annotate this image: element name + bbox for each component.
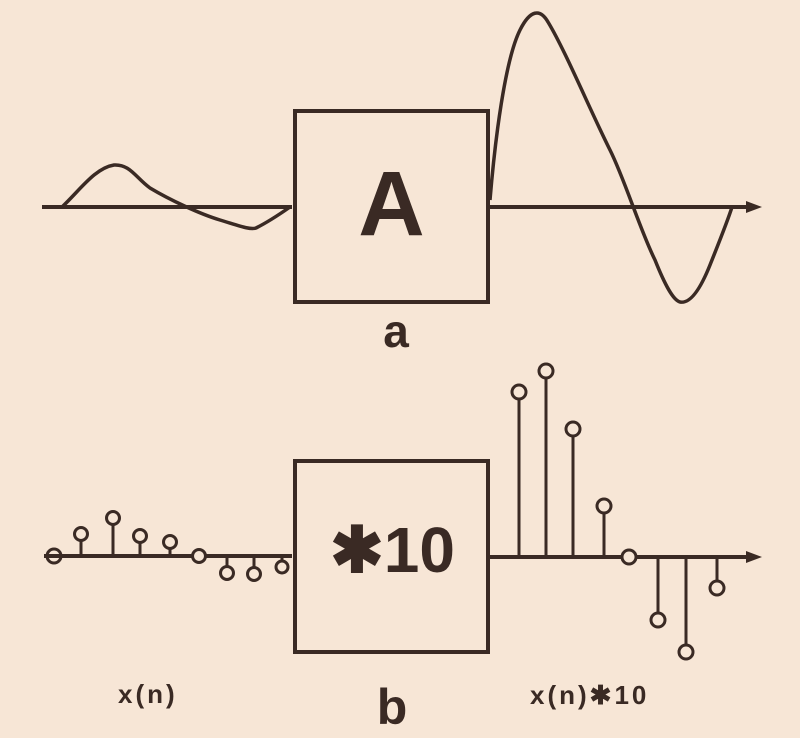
sample-marker-icon (649, 611, 667, 629)
sample-marker-icon (564, 420, 582, 438)
sample-marker-icon (246, 566, 262, 582)
sample-marker-icon (73, 526, 89, 542)
block-multiply (293, 459, 490, 654)
output-waveform (488, 11, 734, 304)
sample-marker-icon (708, 579, 726, 597)
sample-marker-icon (274, 559, 290, 575)
arrowhead-icon (746, 201, 762, 213)
caption-b: b (376, 679, 408, 735)
sample-marker-icon (537, 362, 555, 380)
sample-marker-icon (132, 528, 148, 544)
block-a-label: A (358, 153, 425, 255)
sample-marker-icon (45, 547, 63, 565)
block-multiply-label: ✱10 (330, 514, 455, 586)
sample-marker-icon (162, 534, 178, 550)
output-signal-label: x(n)✱10 (530, 680, 650, 710)
sample-marker-icon (620, 548, 638, 566)
sample-marker-icon (105, 510, 121, 526)
block-a (293, 109, 490, 304)
panel-a (42, 11, 762, 304)
panel-b (44, 362, 762, 661)
sample-marker-icon (677, 643, 695, 661)
sample-marker-icon (510, 383, 528, 401)
arrowhead-icon (746, 551, 762, 563)
caption-a: a (383, 305, 409, 357)
sample-marker-icon (219, 565, 235, 581)
input-waveform (60, 163, 292, 231)
sample-marker-icon (595, 497, 613, 515)
sample-marker-icon (191, 548, 207, 564)
input-signal-label: x(n) (118, 679, 178, 709)
